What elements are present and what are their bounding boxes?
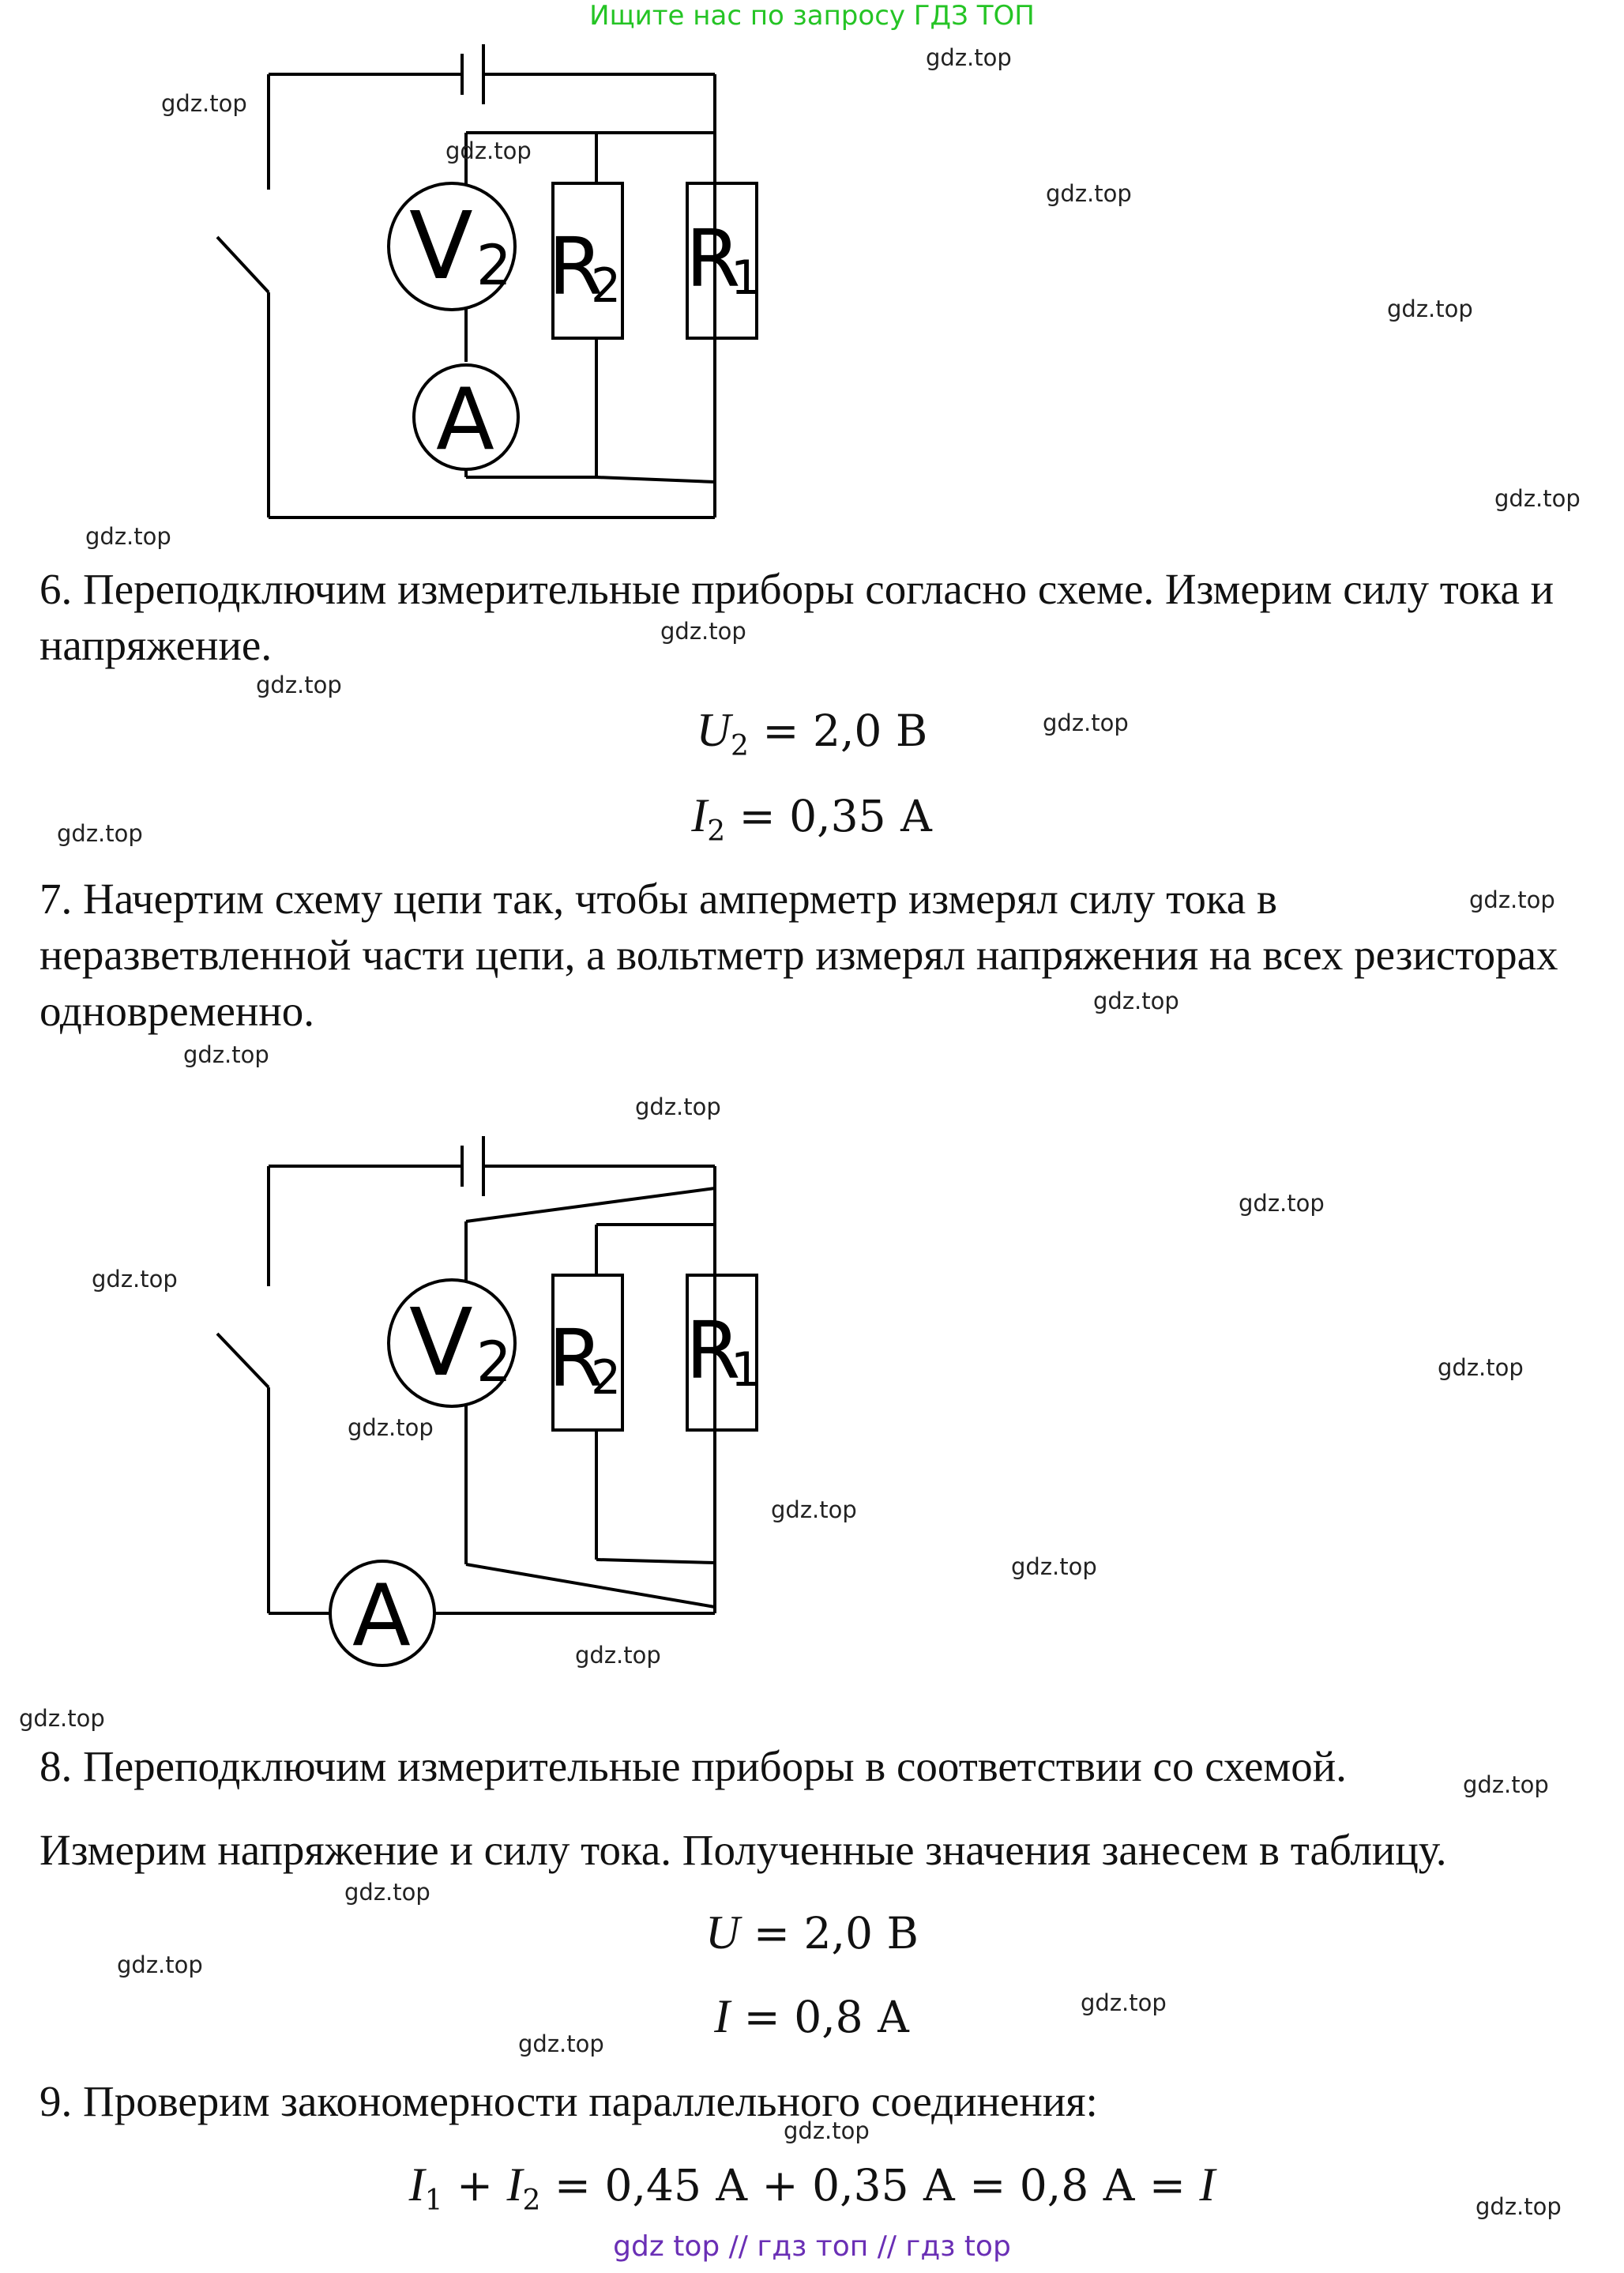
resistor-1-label: R — [686, 213, 740, 305]
watermark: gdz.top — [19, 1705, 105, 1732]
watermark: gdz.top — [1463, 1771, 1549, 1798]
resistor-1b-label: R — [686, 1304, 740, 1397]
watermark: gdz.top — [1043, 709, 1129, 736]
watermark: gdz.top — [92, 1266, 178, 1293]
resistor-2-label: R — [548, 220, 603, 313]
watermark: gdz.top — [1081, 1989, 1167, 2016]
watermark: gdz.top — [771, 1496, 857, 1523]
watermark: gdz.top — [85, 523, 171, 550]
watermark: gdz.top — [784, 2117, 870, 2144]
watermark: gdz.top — [1387, 295, 1473, 322]
watermark: gdz.top — [1046, 180, 1132, 207]
watermark: gdz.top — [1476, 2193, 1562, 2220]
voltmeter-2-label: V — [409, 1288, 473, 1397]
watermark: gdz.top — [1494, 485, 1581, 512]
watermark: gdz.top — [1469, 886, 1555, 913]
watermark: gdz.top — [256, 672, 342, 698]
voltmeter-1-label: V — [409, 191, 473, 300]
step-6-text: 6. Переподключим измерительные приборы с… — [39, 565, 1554, 669]
watermark: gdz.top — [1239, 1190, 1325, 1217]
top-banner[interactable]: Ищите нас по запросу ГДЗ ТОП — [589, 0, 1035, 32]
voltmeter-1-sub: 2 — [476, 233, 512, 298]
formula-sum: I1 + I2 = 0,45 А + 0,35 А = 0,8 А = I — [408, 2158, 1216, 2217]
watermark: gdz.top — [348, 1414, 434, 1441]
resistor-2-sub: 2 — [591, 258, 621, 314]
resistor-2b-sub: 2 — [591, 1350, 621, 1406]
resistor-2b-label: R — [548, 1312, 603, 1405]
watermark: gdz.top — [660, 618, 746, 645]
watermark: gdz.top — [635, 1093, 721, 1120]
watermark: gdz.top — [344, 1879, 430, 1906]
watermark: gdz.top — [1093, 988, 1179, 1014]
ammeter-2-label: A — [352, 1567, 411, 1665]
watermark: gdz.top — [1438, 1354, 1524, 1381]
watermark: gdz.top — [161, 90, 247, 117]
step-7-text: 7. Начертим схему цепи так, чтобы амперм… — [39, 875, 1558, 1035]
footer-links[interactable]: gdz top // гдз топ // гдз top — [613, 2230, 1011, 2263]
step-8b-text: Измерим напряжение и силу тока. Полученн… — [39, 1826, 1447, 1874]
step-8-text: 8. Переподключим измерительные приборы в… — [39, 1742, 1347, 1790]
watermark: gdz.top — [57, 820, 143, 847]
resistor-1b-sub: 1 — [731, 1342, 761, 1398]
watermark: gdz.top — [183, 1041, 269, 1068]
watermark: gdz.top — [575, 1642, 661, 1669]
watermark: gdz.top — [1011, 1553, 1097, 1580]
watermark: gdz.top — [518, 2030, 604, 2057]
step-9-text: 9. Проверим закономерности параллельного… — [39, 2077, 1098, 2125]
circuit-diagram-1: V 2 R 2 R 1 A — [216, 44, 761, 519]
formula-i: I = 0,8 А — [714, 1990, 910, 2042]
watermark: gdz.top — [117, 1951, 203, 1978]
formula-u: U = 2,0 В — [705, 1906, 919, 1959]
formula-u2: U2 = 2,0 В — [696, 704, 928, 762]
resistor-1-sub: 1 — [731, 250, 761, 306]
formula-i2: I2 = 0,35 А — [691, 789, 933, 848]
ammeter-1-label: A — [436, 371, 494, 469]
watermark: gdz.top — [926, 44, 1012, 71]
voltmeter-2-sub: 2 — [476, 1330, 512, 1394]
circuit-diagram-2: V 2 R 2 R 1 A — [216, 1136, 761, 1667]
watermark: gdz.top — [445, 137, 532, 164]
